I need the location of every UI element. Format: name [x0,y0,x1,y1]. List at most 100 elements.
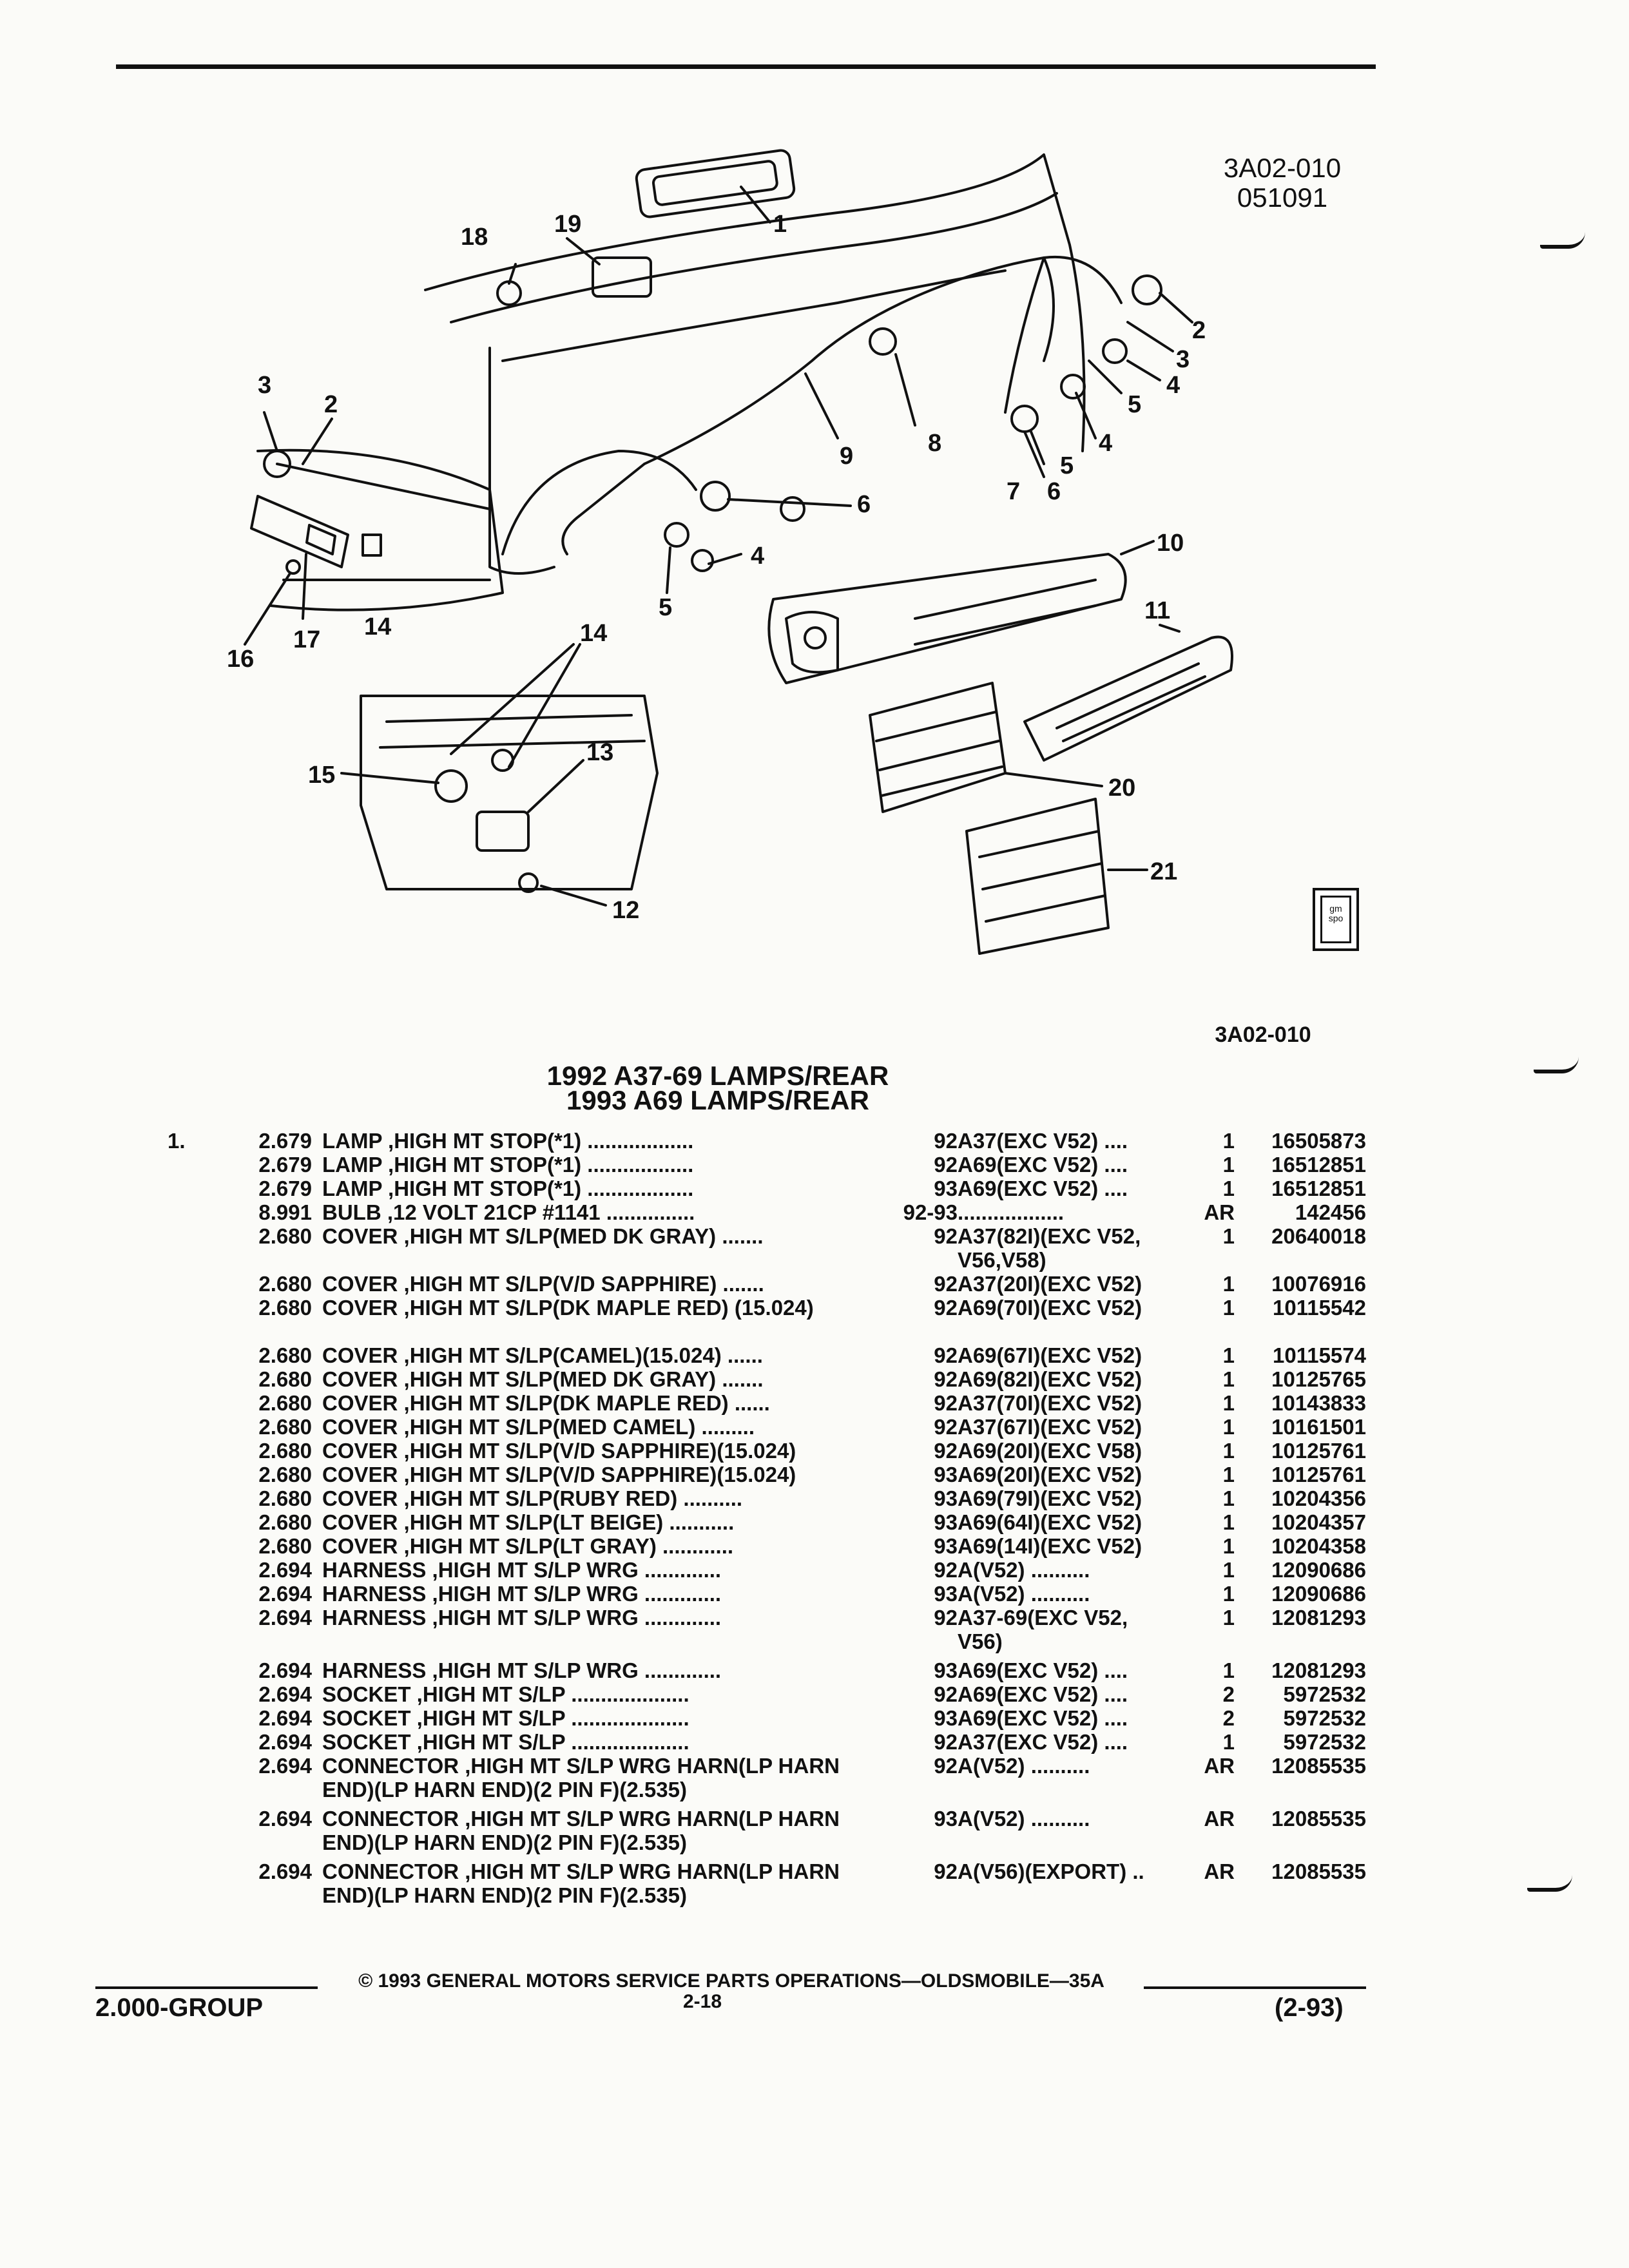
rear-panel-lamp-11 [1023,635,1233,762]
usage-code: A(V52) .......... [958,1558,1090,1582]
leader-5-right [1088,360,1123,394]
part-number: 10204358 [1271,1534,1366,1558]
usage-code: A69(EXC V52) .... [958,1658,1128,1682]
leader-14-lower [450,643,581,768]
top-rule [116,64,1376,69]
usage-code: A69(64I)(EXC V52) [958,1510,1142,1534]
leader-10 [1120,540,1155,555]
footer-group: 2.000-GROUP [95,1994,264,2022]
license-lamp-socket-15 [434,769,468,803]
leader-19 [566,237,601,265]
part-description: COVER ,HIGH MT S/LP(V/D SAPPHIRE)(15.024… [322,1439,796,1463]
side-marker-lens [305,524,336,555]
model-year: 93 [934,1807,958,1831]
leader-2-right [1159,292,1193,323]
clip-14-upper [361,533,382,557]
body-crease [450,192,1058,323]
harness-9 [643,256,1045,465]
high-mount-stop-lamp [635,149,796,218]
quantity: 2 [1222,1682,1235,1706]
model-year: 92 [934,1272,958,1296]
group-number: 8.991 [258,1200,312,1224]
part-number: 12090686 [1271,1582,1366,1606]
part-number: 10125761 [1271,1439,1366,1463]
usage-code: A69(82I)(EXC V52) [958,1367,1142,1391]
usage-code: .................. [958,1200,1065,1224]
part-description: HARNESS ,HIGH MT S/LP WRG ............. [322,1582,722,1606]
part-number: 5972532 [1283,1730,1366,1754]
group-number: 2.694 [258,1706,312,1730]
screw-16 [285,559,301,575]
group-number: 2.694 [258,1754,312,1778]
socket-7 [1010,405,1039,433]
quantity: 1 [1222,1367,1235,1391]
high-mount-stop-lamp-lens [652,160,778,206]
model-year: 92 [934,1558,958,1582]
part-description: COVER ,HIGH MT S/LP(LT BEIGE) ..........… [322,1510,735,1534]
usage-code: A69(20I)(EXC V58) [958,1439,1142,1463]
model-year: 92 [934,1730,958,1754]
quantity: 1 [1222,1415,1235,1439]
model-year: 93 [934,1486,958,1510]
usage-code: A37(67I)(EXC V52) [958,1415,1142,1439]
leader-4-right [1126,360,1161,381]
license-lines [379,714,646,749]
connector-19 [592,256,652,298]
diagram-ref-code: 3A02-010 [1223,153,1342,183]
gm-spo-logo: gm spo [1313,888,1359,951]
footer-rule-right [1144,1986,1366,1989]
callout-6-left: 6 [857,491,871,518]
gm-spo-logo-text: gm spo [1320,896,1351,943]
leader-1 [740,186,771,224]
part-description: LAMP ,HIGH MT STOP(*1) .................… [322,1129,694,1153]
part-description: LAMP ,HIGH MT STOP(*1) .................… [322,1153,694,1177]
group-number: 2.680 [258,1272,312,1296]
leader-12 [540,885,607,907]
callout-3-right: 3 [1176,346,1190,373]
model-year: 93 [934,1706,958,1730]
bulb-4-left [691,549,714,572]
group-number: 2.679 [258,1177,312,1200]
model-year: 93 [934,1463,958,1486]
model-year: 92 [934,1391,958,1415]
part-number: 10076916 [1271,1272,1366,1296]
harness-left [561,463,646,555]
part-number: 10115542 [1272,1296,1366,1320]
license-lamp-13 [476,811,530,852]
quantity: 1 [1222,1730,1235,1754]
callout-1: 1 [773,211,787,238]
bulb-6-left [780,496,805,522]
part-number: 16512851 [1271,1177,1366,1200]
footer-date-code: (2-93) [1275,1994,1344,2022]
callout-15: 15 [308,762,335,789]
leader-5b-right [1030,430,1045,465]
callout-2-right: 2 [1192,317,1206,344]
model-year: 92 [934,1860,958,1883]
tail-lamp-assembly-10 [767,553,1127,684]
model-year: 92 [934,1439,958,1463]
usage-code: A69(79I)(EXC V52) [958,1486,1142,1510]
callout-21: 21 [1150,858,1177,885]
leader-13 [527,759,584,813]
part-description: SOCKET ,HIGH MT S/LP ...................… [322,1682,689,1706]
edge-punch-mark [1540,232,1585,249]
part-number: 12081293 [1271,1658,1366,1682]
usage-code: A37(20I)(EXC V52) [958,1272,1142,1296]
usage-code: A69(70I)(EXC V52) [958,1296,1142,1320]
part-number: 10204356 [1271,1486,1366,1510]
group-number: 2.680 [258,1510,312,1534]
quantity: AR [1204,1200,1235,1224]
usage-code: A69(20I)(EXC V52) [958,1463,1142,1486]
usage-code: A37(EXC V52) .... [958,1129,1128,1153]
callout-5b-right: 5 [1060,452,1074,479]
side-marker-lamp-17 [250,495,349,568]
leader-3-left [263,411,278,452]
fastener-18 [496,280,522,306]
usage-code: A(V52) .......... [958,1754,1090,1778]
part-number: 10115574 [1272,1343,1366,1367]
leader-8 [894,353,916,427]
quantity: AR [1204,1754,1235,1778]
callout-19: 19 [554,211,581,238]
group-number: 2.694 [258,1860,312,1883]
group-number: 2.680 [258,1343,312,1367]
